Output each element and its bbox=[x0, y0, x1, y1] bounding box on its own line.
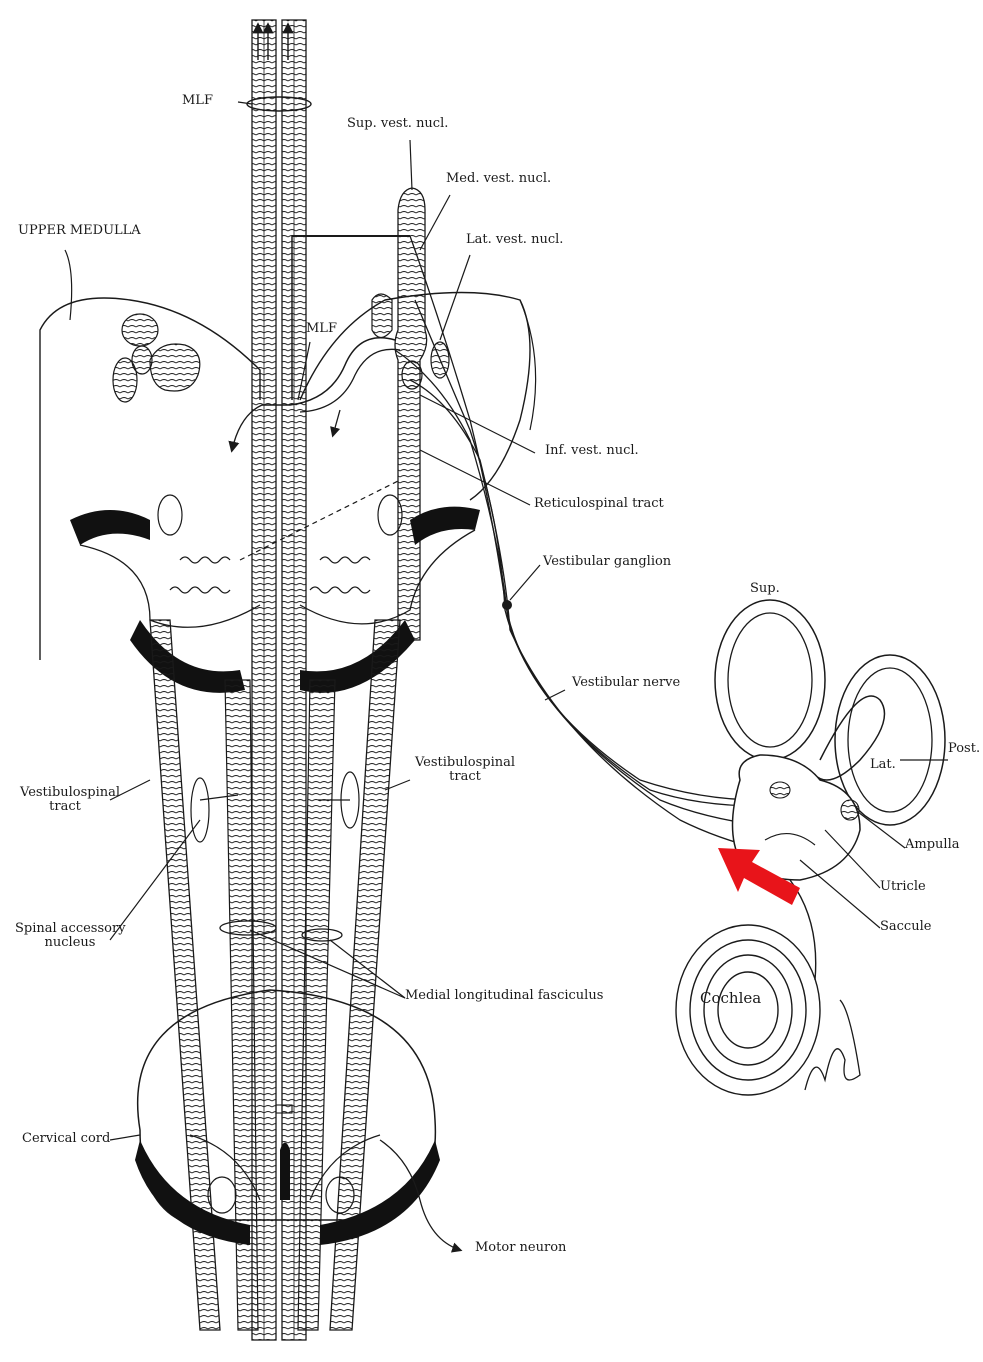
superior-canal bbox=[715, 600, 825, 760]
cochlea-spiral bbox=[676, 925, 820, 1095]
label-ampulla: Ampulla bbox=[905, 838, 959, 852]
left-nucleus-3 bbox=[132, 346, 152, 374]
label-lat-vest-nucl: Lat. vest. nucl. bbox=[466, 233, 563, 247]
label-cervical-cord: Cervical cord bbox=[22, 1132, 110, 1146]
vestibular-ganglion-dot bbox=[502, 600, 512, 610]
label-motor-neuron: Motor neuron bbox=[475, 1241, 566, 1255]
label-vestibulospinal-left-line2: tract bbox=[20, 800, 110, 814]
label-mlf-mid: MLF bbox=[306, 322, 337, 336]
label-lat: Lat. bbox=[870, 758, 896, 772]
label-utricle: Utricle bbox=[880, 880, 926, 894]
label-upper-medulla: UPPER MEDULLA bbox=[18, 224, 141, 238]
label-sup: Sup. bbox=[750, 582, 780, 596]
spinal-accessory-nucleus-left bbox=[191, 778, 209, 842]
left-nucleus-4 bbox=[150, 344, 200, 391]
left-nucleus-1 bbox=[122, 314, 158, 346]
label-cochlea: Cochlea bbox=[700, 990, 761, 1007]
lower-medulla-band-left bbox=[70, 510, 150, 545]
label-spinal-accessory-nucleus: Spinal accessory nucleus bbox=[15, 922, 125, 951]
label-vestibulospinal-right-line1: Vestibulospinal bbox=[410, 756, 520, 770]
vestibular-nuclei-column bbox=[395, 188, 427, 640]
label-med-vest-nucl: Med. vest. nucl. bbox=[446, 172, 551, 186]
label-medial-longitudinal-fasciculus: Medial longitudinal fasciculus bbox=[405, 989, 603, 1003]
label-vestibulospinal-tract-left: Vestibulospinal tract bbox=[20, 786, 110, 815]
label-saccule: Saccule bbox=[880, 920, 931, 934]
label-reticulospinal-tract: Reticulospinal tract bbox=[534, 497, 664, 511]
label-vestibulospinal-tract-right: Vestibulospinal tract bbox=[410, 756, 520, 785]
label-mlf-top: MLF bbox=[182, 94, 213, 108]
label-inf-vest-nucl: Inf. vest. nucl. bbox=[545, 444, 639, 458]
label-vestibulospinal-right-line2: tract bbox=[410, 770, 520, 784]
label-vestibular-nerve: Vestibular nerve bbox=[572, 676, 680, 690]
label-vestibulospinal-left-line1: Vestibulospinal bbox=[20, 786, 110, 800]
label-spinal-accessory-line1: Spinal accessory bbox=[15, 922, 125, 936]
label-sup-vest-nucl: Sup. vest. nucl. bbox=[347, 117, 448, 131]
label-vestibular-ganglion: Vestibular ganglion bbox=[543, 555, 671, 569]
label-spinal-accessory-line2: nucleus bbox=[15, 936, 125, 950]
label-post: Post. bbox=[948, 742, 980, 756]
